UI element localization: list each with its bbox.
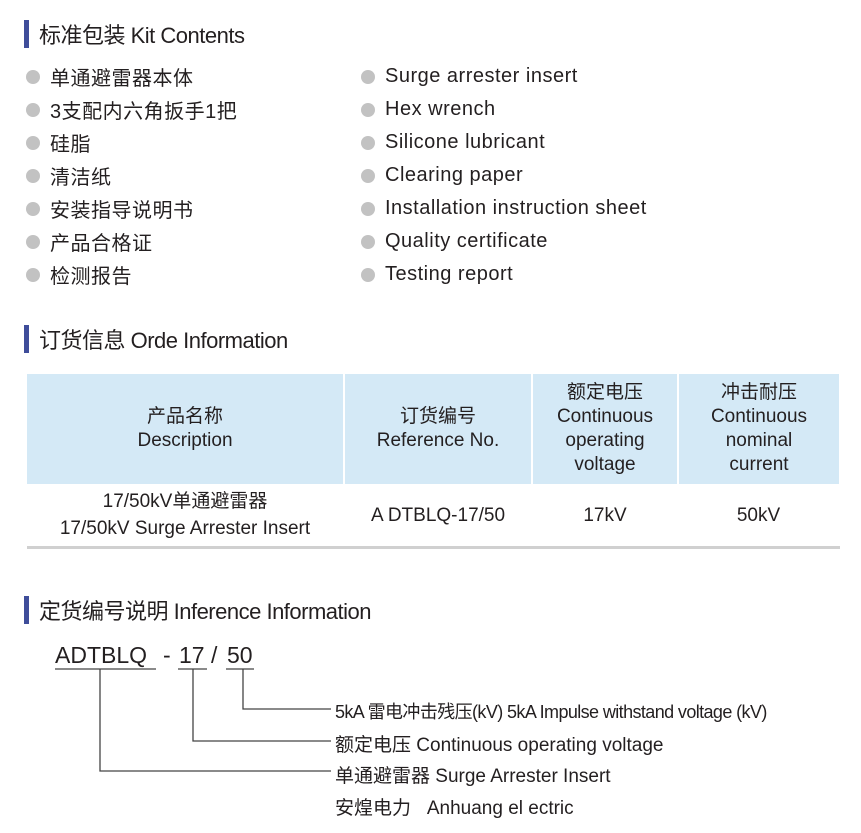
bullet-icon — [26, 168, 40, 183]
legend-voltage: 额定电压 Continuous operating voltage — [335, 735, 664, 756]
item-text: Surge arrester insert — [385, 65, 578, 87]
item-text: Quality certificate — [385, 230, 548, 252]
code-impulse: 50 — [227, 642, 253, 668]
header-description: 产品名称 Description — [27, 374, 345, 484]
bullet-icon — [361, 201, 375, 216]
item-text: Installation instruction sheet — [385, 197, 647, 219]
bullet-icon — [26, 234, 40, 249]
bullet-icon — [361, 102, 375, 117]
header-line: Description — [137, 430, 233, 451]
header-line: voltage — [574, 454, 636, 475]
bullet-icon — [361, 267, 375, 282]
legend-impulse: 5kA 雷电冲击残压(kV) 5kA Impulse withstand vol… — [335, 702, 767, 722]
order-table: 产品名称 Description 订货编号 Reference No. 额定电压 Co… — [27, 374, 840, 549]
list-item: 3支配内六角扳手1把 — [26, 93, 237, 126]
cell-voltage: 17kV — [532, 484, 679, 549]
header-line: 额定电压 — [566, 382, 643, 403]
desc-en: 17/50kV Surge Arrester Insert — [59, 518, 311, 539]
item-text: 3支配内六角扳手1把 — [50, 101, 238, 123]
bullet-icon — [26, 201, 40, 216]
bullet-icon — [26, 102, 40, 117]
header-line: Continuous — [556, 406, 654, 427]
bullet-icon — [361, 135, 375, 150]
list-item: Quality certificate — [361, 225, 647, 258]
item-text: Silicone lubricant — [385, 131, 546, 153]
item-text: 清洁纸 — [50, 167, 112, 189]
item-text: 检测报告 — [50, 266, 132, 288]
table-row: 17/50kV单通避雷器 17/50kV Surge Arrester Inser… — [27, 484, 840, 549]
list-item: Clearing paper — [361, 159, 647, 192]
code-dash: - — [163, 642, 171, 668]
bullet-icon — [361, 168, 375, 183]
section-bar — [24, 20, 29, 48]
code-voltage: 17 — [179, 642, 205, 668]
cell-reference: A DTBLQ-17/50 — [344, 484, 533, 549]
header-voltage: 额定电压 Continuous operating voltage — [532, 374, 679, 484]
item-text: 单通避雷器本体 — [50, 68, 194, 90]
bullet-icon — [361, 234, 375, 249]
item-text: Hex wrench — [385, 98, 496, 120]
item-text: 硅脂 — [50, 134, 91, 156]
header-reference: 订货编号 Reference No. — [344, 374, 533, 484]
list-item: Hex wrench — [361, 93, 647, 126]
legend-series: 单通避雷器 Surge Arrester Insert — [335, 766, 611, 787]
section-title: 定货编号说明 Inference Information — [39, 599, 372, 624]
item-text: Clearing paper — [385, 164, 524, 186]
section-inference-header: 定货编号说明 Inference Information — [24, 596, 372, 624]
list-item: 安装指导说明书 — [26, 192, 237, 225]
desc-cn: 17/50kV单通避雷器 — [102, 491, 268, 512]
section-title: 标准包装 Kit Contents — [39, 23, 245, 48]
header-line: Reference No. — [376, 430, 500, 451]
item-text: 安装指导说明书 — [50, 200, 194, 222]
header-line: 订货编号 — [399, 406, 476, 427]
kit-list-en: Surge arrester insert Hex wrench Silicon… — [361, 60, 647, 291]
bullet-icon — [26, 267, 40, 282]
item-text: Testing report — [385, 263, 514, 285]
header-line: 冲击耐压 — [720, 382, 797, 403]
section-title: 订货信息 Orde Information — [39, 328, 288, 353]
section-kit-header: 标准包装 Kit Contents — [24, 20, 245, 48]
code-slash: / — [211, 642, 218, 668]
section-bar — [24, 596, 29, 624]
header-line: Continuous — [710, 406, 808, 427]
legend-brand: 安煌电力 Anhuang el ectric — [335, 798, 574, 819]
kit-list-cn: 单通避雷器本体 3支配内六角扳手1把 硅脂 清洁纸 安装指导说明书 产品合格证 … — [26, 60, 237, 291]
header-line: 产品名称 — [146, 406, 223, 427]
bullet-icon — [361, 69, 375, 84]
bullet-icon — [26, 69, 40, 84]
item-text: 产品合格证 — [50, 233, 153, 255]
list-item: 硅脂 — [26, 126, 237, 159]
code-series: ADTBLQ — [55, 642, 148, 668]
section-order-header: 订货信息 Orde Information — [24, 325, 288, 353]
list-item: Silicone lubricant — [361, 126, 647, 159]
list-item: 清洁纸 — [26, 159, 237, 192]
list-item: Installation instruction sheet — [361, 192, 647, 225]
cell-description: 17/50kV单通避雷器 17/50kV Surge Arrester Inser… — [27, 484, 345, 549]
header-line: nominal — [725, 430, 793, 451]
list-item: Testing report — [361, 258, 647, 291]
cell-impulse: 50kV — [678, 484, 840, 549]
list-item: 单通避雷器本体 — [26, 60, 237, 93]
bullet-icon — [26, 135, 40, 150]
table-header-row: 产品名称 Description 订货编号 Reference No. 额定电压 Co… — [27, 374, 839, 484]
section-bar — [24, 325, 29, 353]
list-item: 产品合格证 — [26, 225, 237, 258]
list-item: 检测报告 — [26, 258, 237, 291]
header-line: current — [729, 454, 789, 475]
header-line: operating — [565, 430, 645, 451]
list-item: Surge arrester insert — [361, 60, 647, 93]
header-impulse: 冲击耐压 Continuous nominal current — [678, 374, 839, 484]
